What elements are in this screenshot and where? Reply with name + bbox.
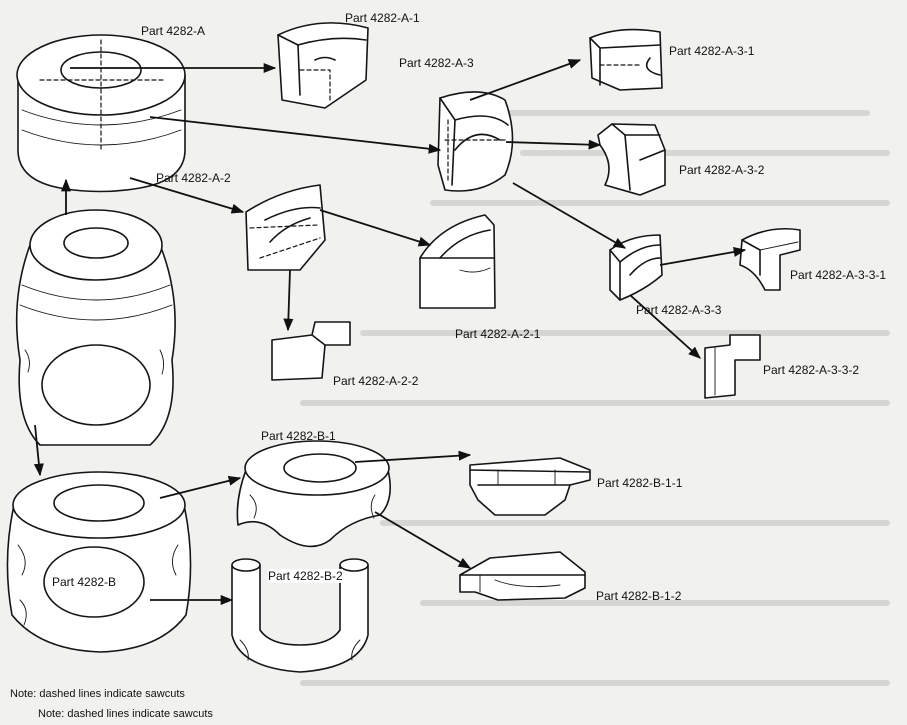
part-4282-a-2-1-shape: [420, 215, 495, 308]
label-part-4282-a-3-1: Part 4282-A-3-1: [669, 44, 754, 58]
part-4282-b-1-2-shape: [460, 552, 585, 600]
part-4282-b-1-shape: [237, 441, 390, 546]
label-part-4282-b-1-1: Part 4282-B-1-1: [597, 476, 682, 490]
label-part-4282-a-3-3-2: Part 4282-A-3-3-2: [763, 363, 859, 377]
part-4282-a-3-shape: [438, 92, 513, 191]
label-part-4282-a: Part 4282-A: [141, 24, 205, 38]
arrow-a33-to-a331: [660, 250, 745, 265]
part-4282-a-3-3-2-shape: [705, 335, 760, 398]
part-4282-a-2-2-shape: [272, 322, 350, 380]
arrow-a-to-a3: [150, 117, 440, 150]
part-4282-a-1-shape: [278, 23, 368, 108]
label-part-4282-a-3-2: Part 4282-A-3-2: [679, 163, 764, 177]
label-part-4282-a-3-3-1: Part 4282-A-3-3-1: [790, 268, 886, 282]
label-part-4282-a-3-3: Part 4282-A-3-3: [636, 303, 721, 317]
part-4282-a-shape: [17, 35, 185, 192]
arrow-b1-to-b12: [375, 512, 470, 568]
sawcut-note: Note: dashed lines indicate sawcuts: [10, 688, 185, 700]
part-4282-b-shape: [7, 472, 190, 652]
label-part-4282-a-3: Part 4282-A-3: [399, 56, 474, 70]
label-part-4282-a-2-2: Part 4282-A-2-2: [333, 374, 418, 388]
label-part-4282-a-1: Part 4282-A-1: [345, 11, 420, 25]
arrow-a3-to-a33: [513, 183, 625, 248]
label-part-4282-a-2-1: Part 4282-A-2-1: [455, 327, 540, 341]
label-part-4282-b-1-2: Part 4282-B-1-2: [596, 589, 681, 603]
part-4282-a-2-shape: [246, 185, 325, 270]
full-part-shape: [17, 210, 175, 445]
label-part-4282-b-1: Part 4282-B-1: [261, 429, 336, 443]
sawcut-note-duplicate: Note: dashed lines indicate sawcuts: [38, 708, 213, 720]
part-4282-b-1-1-shape: [470, 458, 590, 515]
label-part-4282-a-2: Part 4282-A-2: [156, 171, 231, 185]
arrow-a3-to-a31: [470, 60, 580, 100]
label-part-4282-b-2: Part 4282-B-2: [268, 569, 343, 583]
label-part-4282-b: Part 4282-B: [52, 575, 116, 589]
part-4282-a-3-1-shape: [590, 30, 662, 90]
part-4282-a-3-2-shape: [598, 124, 665, 195]
arrow-a2-to-a22: [288, 270, 290, 330]
arrow-a2-to-a21: [320, 210, 430, 245]
arrow-a3-to-a32: [506, 142, 600, 145]
